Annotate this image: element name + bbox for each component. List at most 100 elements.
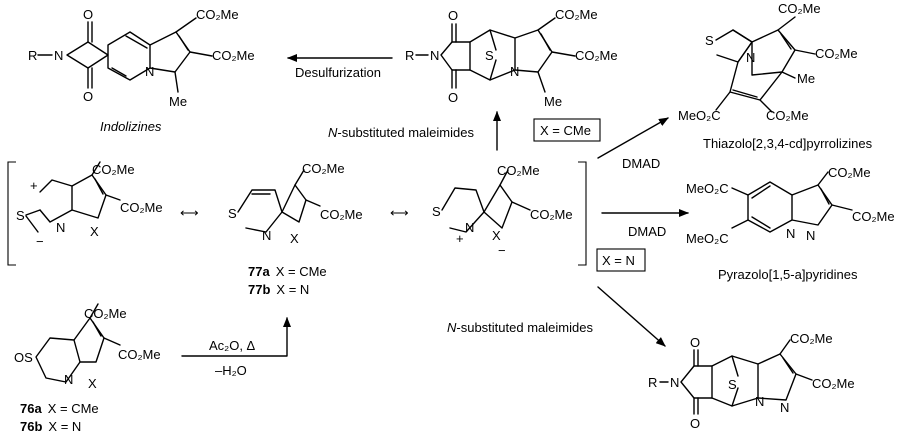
cond-box-cme [533, 118, 601, 142]
resonance-form-1: + S − N X CO₂Me CO₂Me [16, 161, 163, 249]
cond-box-n [596, 248, 646, 272]
svg-text:O: O [448, 8, 458, 23]
svg-text:CO₂Me: CO₂Me [302, 161, 345, 176]
dmad-mid-label: DMAD [628, 224, 666, 239]
svg-text:N: N [262, 228, 271, 243]
dmad-arrow-top [597, 117, 669, 159]
indolizine-n: N [145, 64, 154, 79]
svg-text:X: X [290, 231, 299, 246]
svg-text:N: N [64, 372, 73, 387]
resonance-form-3: S + N X − CO₂Me CO₂Me [432, 163, 573, 258]
maleimides-bottom-label: N-substituted maleimides [447, 320, 593, 335]
svg-text:MeO₂C: MeO₂C [686, 181, 729, 196]
svg-text:R: R [405, 48, 414, 63]
cond-x-cme: X = CMe [540, 123, 591, 138]
svg-text:N: N [786, 226, 795, 241]
svg-text:CO₂Me: CO₂Me [120, 200, 163, 215]
svg-text:Me: Me [797, 71, 815, 86]
svg-text:N: N [670, 375, 679, 390]
svg-text:N: N [430, 48, 439, 63]
desulfurization-label: Desulfurization [295, 65, 381, 80]
svg-text:CO₂Me: CO₂Me [766, 108, 809, 123]
svg-text:S: S [432, 204, 441, 219]
svg-text:CO₂Me: CO₂Me [812, 376, 855, 391]
bridged-adduct-n: R N O O S N N CO₂Me CO₂Me [648, 331, 855, 431]
svg-text:−: − [498, 243, 506, 258]
svg-text:MeO₂C: MeO₂C [678, 108, 721, 123]
svg-text:N: N [56, 220, 65, 235]
maleimides-bottom-text: -substituted maleimides [456, 320, 593, 335]
indolizine-o-top: O [83, 7, 93, 22]
ac2o-arrow [181, 317, 291, 357]
svg-text:N: N [755, 394, 764, 409]
ac2o-label: Ac₂O, Δ [209, 338, 256, 353]
resonance-form-2: S N X CO₂Me CO₂Me [228, 161, 363, 246]
svg-text:S: S [728, 377, 737, 392]
indolizine-r: R [28, 48, 37, 63]
indolizines-label: Indolizines [100, 119, 162, 134]
svg-text:CO₂Me: CO₂Me [778, 1, 821, 16]
svg-text:CO₂Me: CO₂Me [828, 165, 871, 180]
svg-text:S: S [485, 48, 494, 63]
resonance-arrow-1: ⟷ [180, 205, 199, 220]
svg-text:CO₂Me: CO₂Me [852, 209, 895, 224]
indolizine-o-bottom: O [83, 89, 93, 104]
indolizine-me: Me [169, 94, 187, 109]
svg-text:O: O [690, 335, 700, 350]
svg-text:CO₂Me: CO₂Me [84, 306, 127, 321]
svg-text:O: O [690, 416, 700, 431]
svg-text:OS: OS [14, 350, 33, 365]
minus-h2o-label: –H₂O [215, 363, 247, 378]
pyrazolo-label: Pyrazolo[1,5-a]pyridines [718, 267, 858, 282]
svg-text:N: N [780, 400, 789, 415]
svg-text:CO₂Me: CO₂Me [118, 347, 161, 362]
thiazolopyrrolizine-structure: S N CO₂Me CO₂Me Me MeO₂C CO₂Me [678, 1, 858, 123]
indolizine-structure: O O N N R CO₂Me CO₂Me Me [28, 7, 255, 109]
svg-text:S: S [705, 33, 714, 48]
svg-text:X: X [492, 228, 501, 243]
svg-text:O: O [448, 90, 458, 105]
indolizine-imide-n: N [54, 48, 63, 63]
adduct-me: Me [544, 94, 562, 109]
svg-text:CO₂Me: CO₂Me [530, 207, 573, 222]
svg-text:N: N [806, 228, 815, 243]
bracket-right [578, 161, 587, 266]
indolizine-co2me-2: CO₂Me [212, 48, 255, 63]
svg-text:S: S [228, 206, 237, 221]
svg-text:N: N [465, 220, 474, 235]
svg-text:MeO₂C: MeO₂C [686, 231, 729, 246]
bridged-adduct-cme: R N O O S N CO₂Me CO₂Me Me [405, 7, 618, 109]
svg-text:+: + [30, 178, 38, 193]
maleimide-down-arrow [597, 286, 666, 347]
svg-text:N: N [746, 50, 755, 65]
cond-x-n: X = N [602, 253, 635, 268]
svg-text:CO₂Me: CO₂Me [790, 331, 833, 346]
thiazolo-label: Thiazolo[2,3,4-cd]pyrrolizines [703, 136, 873, 151]
svg-text:X: X [90, 224, 99, 239]
svg-text:N: N [510, 64, 519, 79]
svg-text:X: X [88, 376, 97, 391]
svg-text:S: S [16, 208, 25, 223]
svg-text:CO₂Me: CO₂Me [92, 162, 135, 177]
svg-text:−: − [36, 234, 44, 249]
dmad-top-label: DMAD [622, 156, 660, 171]
svg-text:CO₂Me: CO₂Me [320, 207, 363, 222]
indolizine-co2me-1: CO₂Me [196, 7, 239, 22]
adduct-co2me-2: CO₂Me [575, 48, 618, 63]
adduct-co2me-1: CO₂Me [555, 7, 598, 22]
svg-text:CO₂Me: CO₂Me [815, 46, 858, 61]
pyrazolopyridine-structure: N N CO₂Me CO₂Me MeO₂C MeO₂C [686, 165, 895, 246]
bracket-left [7, 161, 16, 266]
svg-text:CO₂Me: CO₂Me [497, 163, 540, 178]
svg-text:+: + [456, 231, 464, 246]
maleimides-top-label: N-substituted maleimides [328, 125, 474, 140]
maleimides-top-text: -substituted maleimides [337, 125, 474, 140]
svg-text:R: R [648, 375, 657, 390]
sulfoxide-76-structure: OS N X CO₂Me CO₂Me [14, 303, 161, 391]
resonance-arrow-2: ⟷ [390, 205, 409, 220]
